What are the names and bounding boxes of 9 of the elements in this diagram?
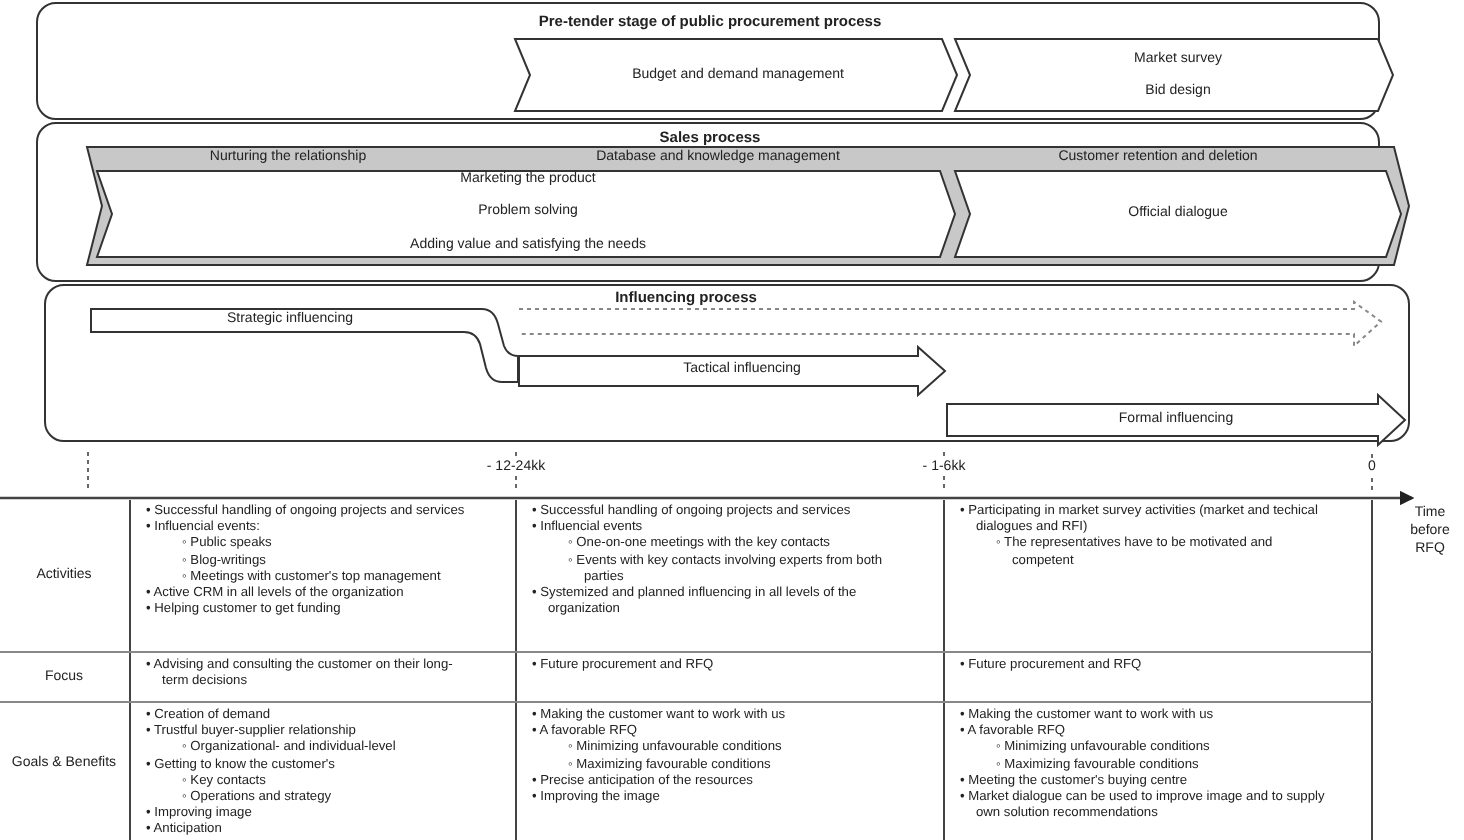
process-step bbox=[954, 170, 1402, 258]
influencing-phase bbox=[90, 308, 518, 384]
process-band bbox=[86, 146, 1410, 266]
influencing-phase bbox=[518, 346, 946, 396]
stage-panel bbox=[44, 284, 1410, 442]
process-step bbox=[954, 38, 1394, 112]
process-step bbox=[96, 170, 956, 258]
process-step bbox=[514, 38, 958, 112]
influencing-phase bbox=[946, 394, 1406, 446]
